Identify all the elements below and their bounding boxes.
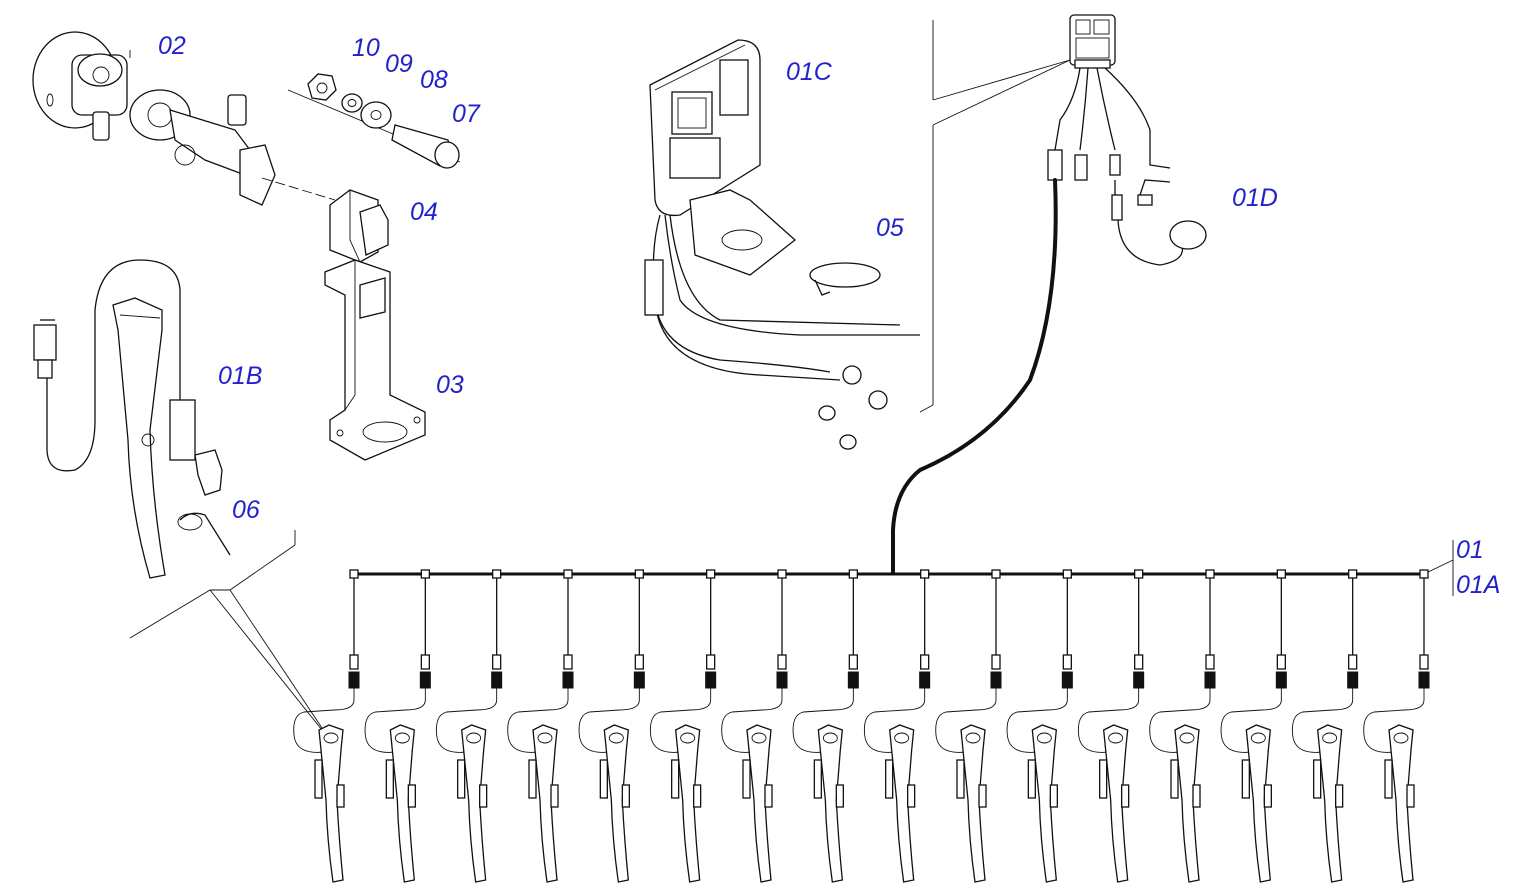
row-unit — [293, 569, 360, 883]
callout-07: 07 — [452, 100, 480, 128]
row-unit — [507, 569, 574, 883]
callout-06: 06 — [232, 496, 260, 524]
section-dividers — [919, 20, 1071, 413]
row-unit — [1363, 569, 1430, 883]
callout-01: 01 — [1456, 536, 1484, 564]
bracket-03 — [324, 259, 426, 461]
row-unit — [721, 569, 788, 883]
callout-05: 05 — [876, 214, 904, 242]
callout-04: 04 — [410, 198, 438, 226]
callout-10: 10 — [352, 34, 380, 62]
callout-01b: 01B — [218, 362, 263, 390]
row-unit — [1149, 569, 1216, 883]
callout-01c: 01C — [786, 58, 832, 86]
bolt-hardware — [287, 73, 461, 169]
monitor-01c — [644, 39, 920, 450]
callout-09: 09 — [385, 50, 413, 78]
controller-01d — [891, 14, 1207, 574]
row-unit — [863, 569, 931, 883]
bracket-04 — [329, 189, 389, 263]
row-unit — [649, 569, 717, 883]
row-unit — [935, 569, 1002, 883]
row-unit — [1077, 569, 1145, 883]
callout-03: 03 — [436, 371, 464, 399]
row-unit — [364, 569, 431, 883]
row-unit — [1291, 569, 1359, 883]
row-unit — [1006, 569, 1073, 883]
callout-01a: 01A — [1456, 571, 1501, 599]
row-units — [293, 569, 1430, 883]
callout-08: 08 — [420, 66, 448, 94]
seed-tube-detail — [33, 259, 331, 741]
suction-mount — [32, 31, 131, 141]
main-harness-01a — [352, 540, 1454, 596]
row-unit — [578, 569, 645, 883]
callout-02: 02 — [158, 32, 186, 60]
row-unit — [435, 569, 503, 883]
cable-tie-05 — [809, 262, 881, 296]
row-unit — [1220, 569, 1287, 883]
row-unit — [792, 569, 859, 883]
callout-01d: 01D — [1232, 184, 1278, 212]
ram-arm-mount — [129, 89, 336, 206]
